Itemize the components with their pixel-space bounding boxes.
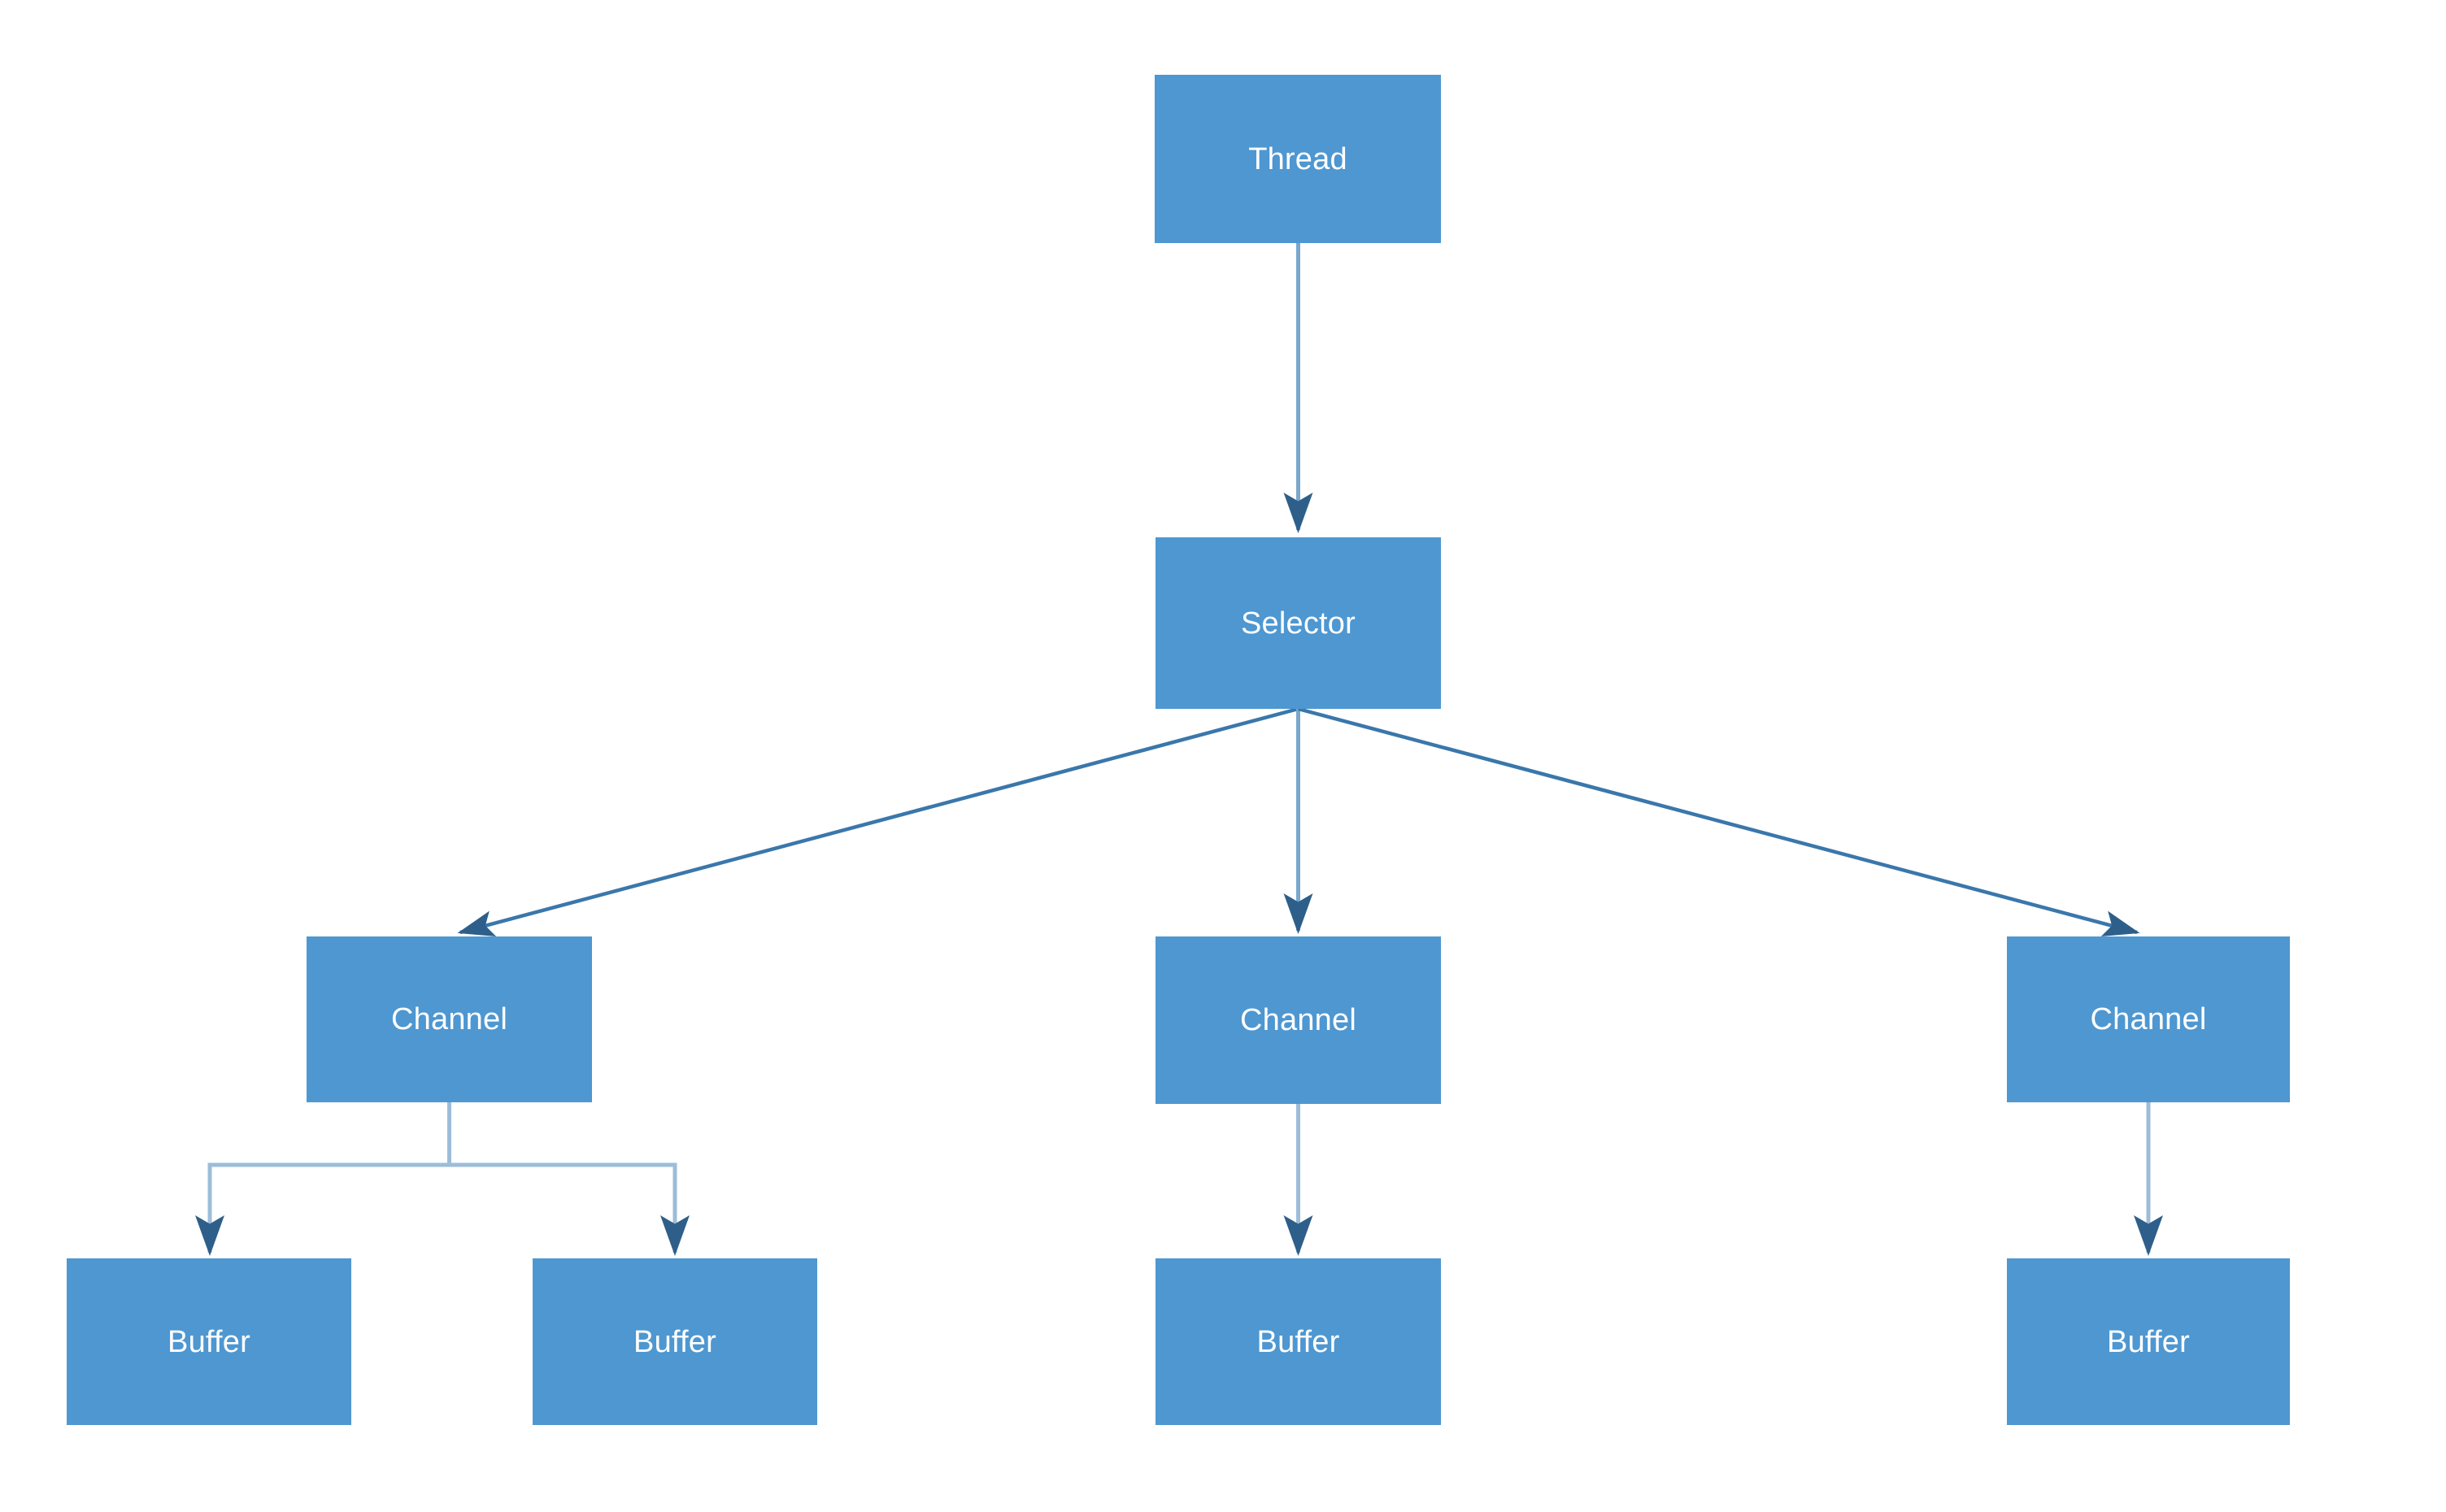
edge-channel-1-to-buffer-1 [195, 1102, 451, 1257]
node-buffer-2-label: Buffer [633, 1324, 716, 1359]
node-selector-label: Selector [1240, 606, 1356, 641]
node-channel-2[interactable]: Channel [1156, 936, 1441, 1104]
node-buffer-2[interactable]: Buffer [533, 1258, 817, 1425]
node-channel-1-label: Channel [391, 1002, 507, 1036]
node-channel-1[interactable]: Channel [307, 936, 592, 1102]
edge-selector-to-channel-1 [457, 706, 1299, 936]
node-selector[interactable]: Selector [1156, 537, 1441, 709]
node-channel-2-label: Channel [1240, 1003, 1356, 1037]
node-buffer-1[interactable]: Buffer [67, 1258, 351, 1425]
node-buffer-4[interactable]: Buffer [2007, 1258, 2290, 1425]
edge-selector-to-channel-3 [1297, 706, 2140, 936]
node-buffer-1-label: Buffer [168, 1324, 250, 1359]
node-buffer-3[interactable]: Buffer [1156, 1258, 1441, 1425]
node-buffer-3-label: Buffer [1256, 1324, 1340, 1359]
node-thread-label: Thread [1248, 141, 1347, 176]
node-buffer-4-label: Buffer [2107, 1324, 2190, 1359]
node-channel-3[interactable]: Channel [2007, 936, 2290, 1102]
edge-channel-1-to-buffer-2 [447, 1102, 690, 1257]
node-channel-3-label: Channel [2090, 1002, 2207, 1036]
node-thread[interactable]: Thread [1155, 75, 1441, 243]
